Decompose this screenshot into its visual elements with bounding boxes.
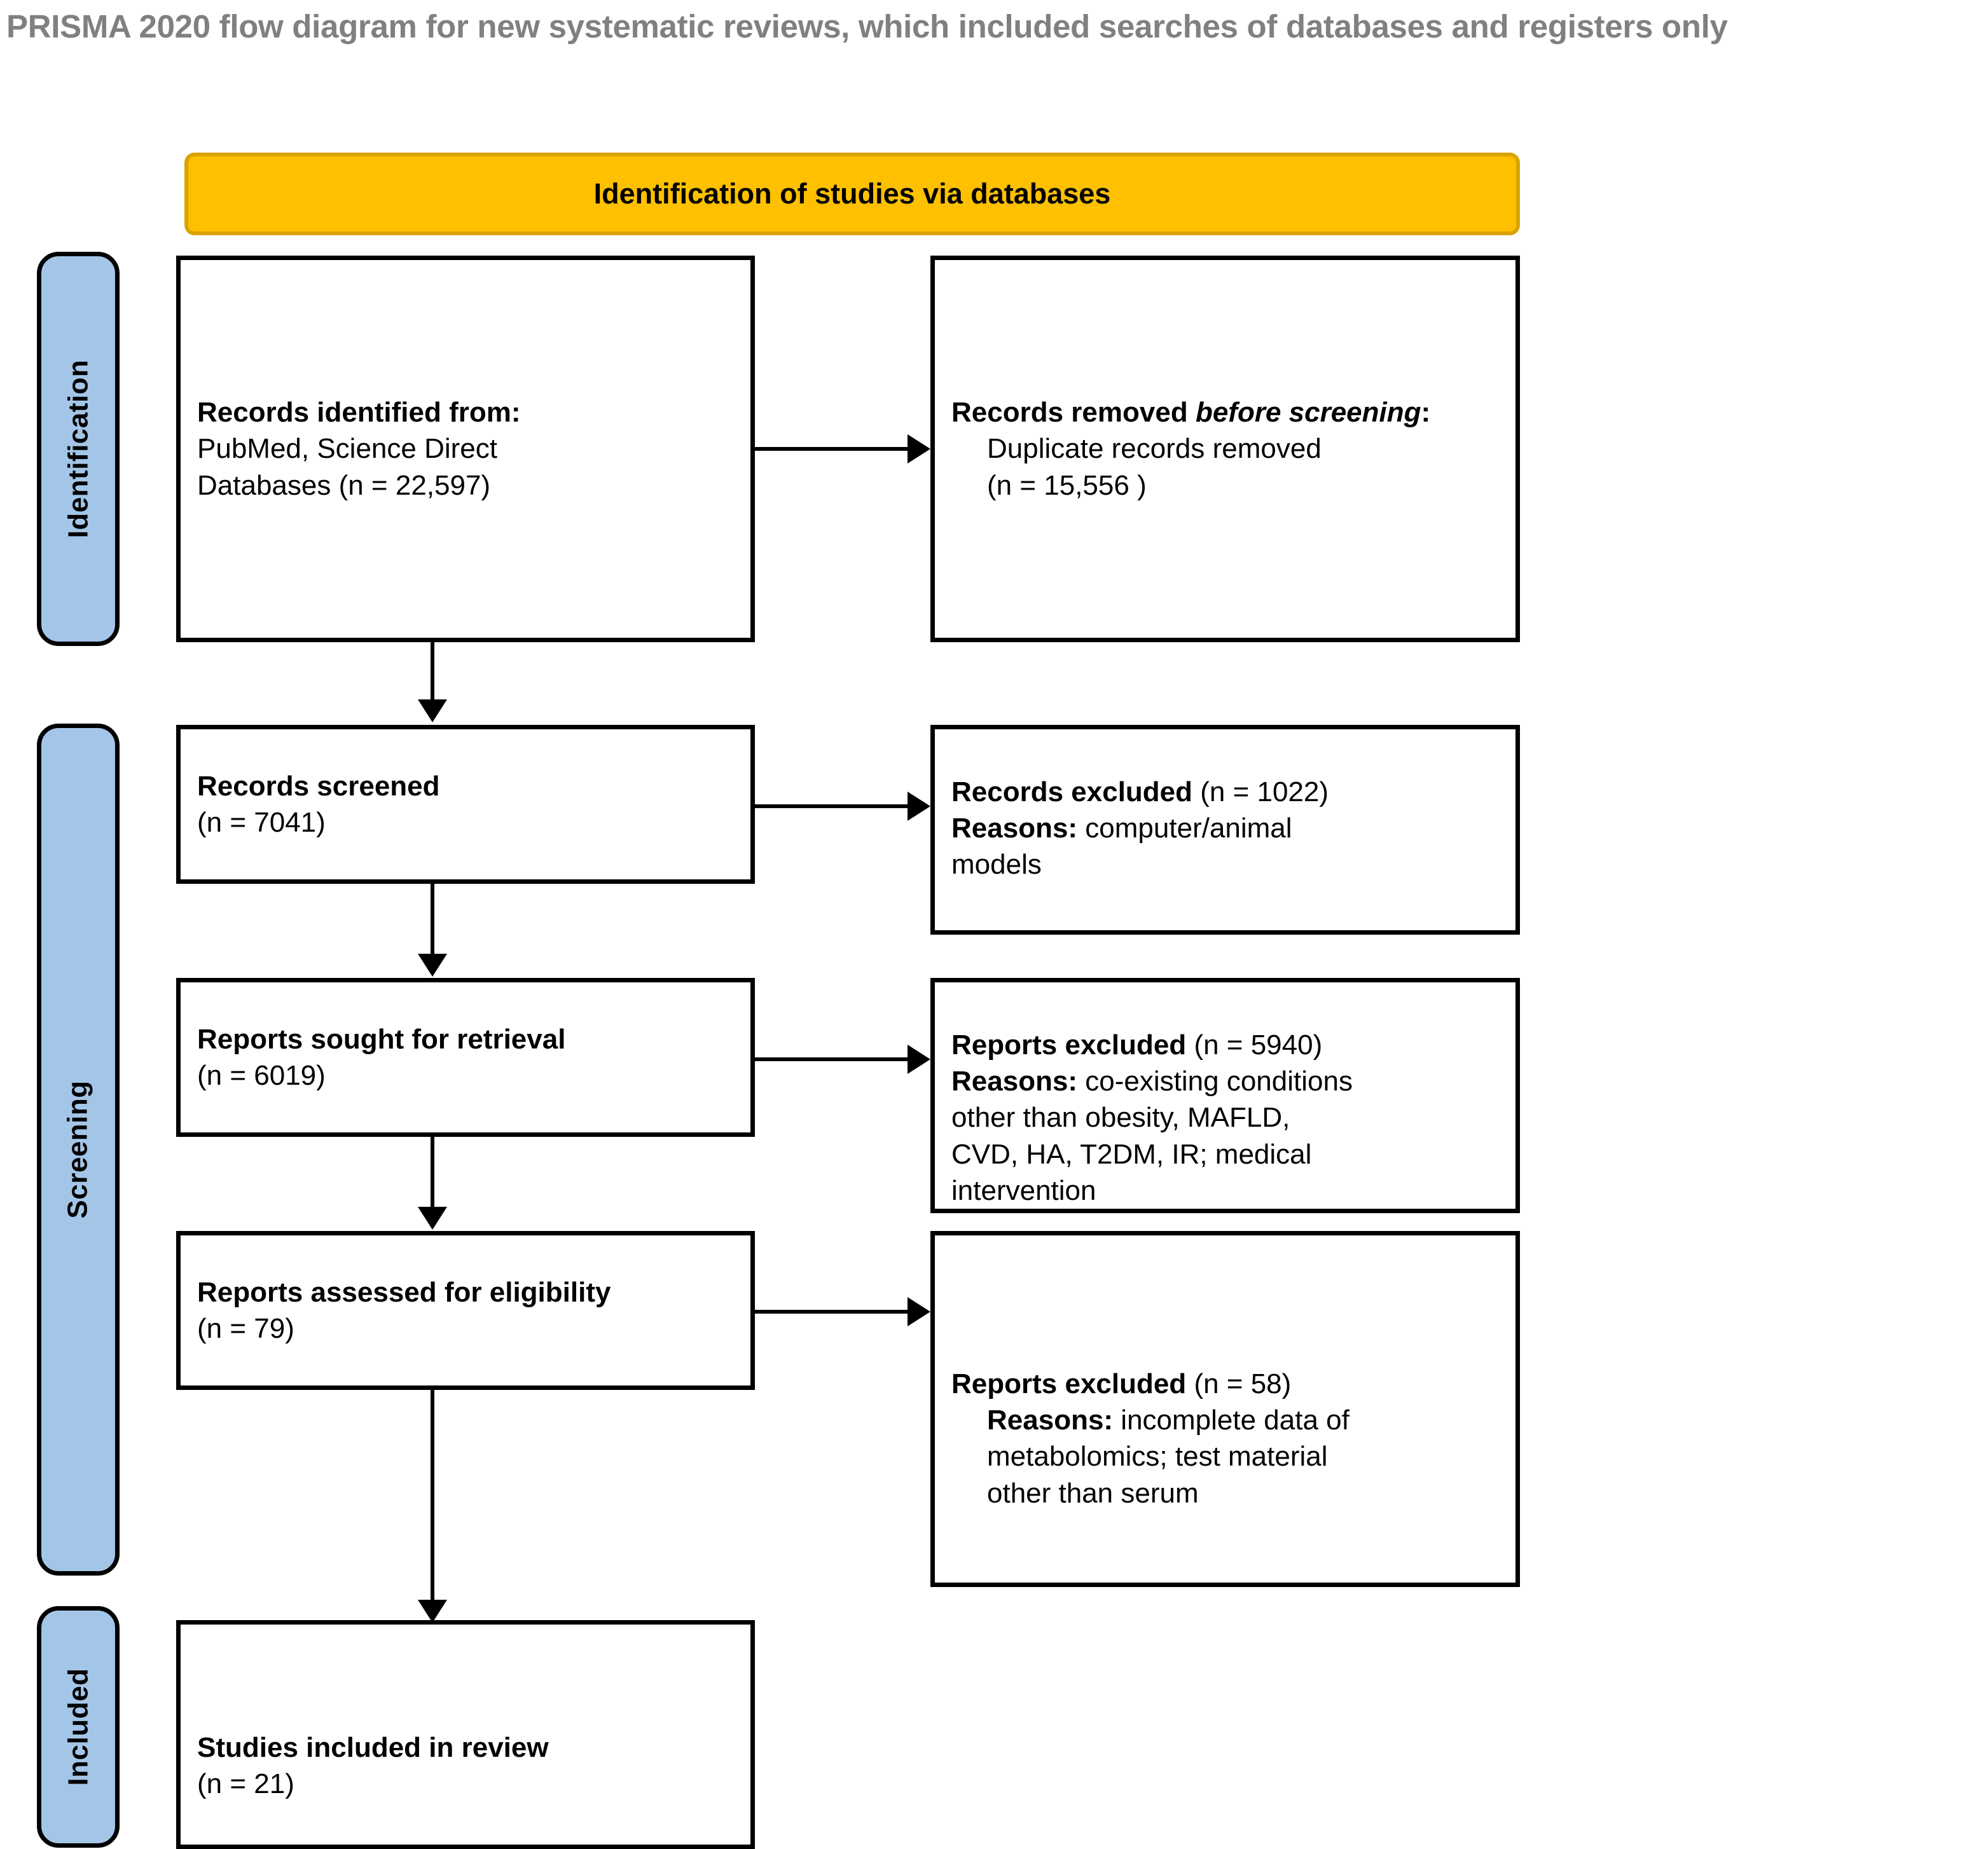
records-removed-line2: (n = 15,556 ) xyxy=(987,469,1147,501)
reports-assessed-heading: Reports assessed for eligibility xyxy=(197,1276,611,1308)
box-reports-sought-text: Reports sought for retrieval (n = 6019) xyxy=(181,1021,750,1094)
records-excluded-reasons-line2: models xyxy=(951,849,1042,881)
arrowhead-assessed-to-excluded xyxy=(908,1297,930,1326)
box-records-removed: Records removed before screening: Duplic… xyxy=(930,256,1520,642)
box-records-screened: Records screened (n = 7041) xyxy=(176,725,755,884)
arrowhead-screened-to-sought xyxy=(418,954,447,977)
page-title: PRISMA 2020 flow diagram for new systema… xyxy=(6,8,1728,45)
records-screened-line1: (n = 7041) xyxy=(197,807,326,838)
box-records-identified-text: Records identified from: PubMed, Science… xyxy=(181,394,750,504)
arrowhead-screened-to-excluded xyxy=(908,792,930,821)
box-reports-excluded-screening: Reports excluded (n = 5940) Reasons: co-… xyxy=(930,978,1520,1213)
box-records-excluded: Records excluded (n = 1022) Reasons: com… xyxy=(930,725,1520,935)
stage-label-screening-text: Screening xyxy=(62,1080,93,1219)
studies-included-line1: (n = 21) xyxy=(197,1768,294,1800)
records-removed-line1: Duplicate records removed xyxy=(987,433,1322,465)
reports-excluded-1-heading: Reports excluded xyxy=(951,1029,1187,1061)
box-records-identified: Records identified from: PubMed, Science… xyxy=(176,256,755,642)
connector-assessed-to-excluded xyxy=(755,1310,908,1314)
connector-sought-to-excluded xyxy=(755,1057,908,1061)
reports-excluded-2-count: (n = 58) xyxy=(1186,1368,1292,1399)
connector-sought-to-assessed xyxy=(431,1137,434,1207)
box-records-removed-text: Records removed before screening: Duplic… xyxy=(935,394,1515,504)
connector-identified-to-screened xyxy=(431,642,434,699)
reports-assessed-line1: (n = 79) xyxy=(197,1313,294,1344)
records-excluded-reasons-text: computer/animal xyxy=(1077,813,1292,844)
connector-identified-to-removed xyxy=(755,447,908,451)
reports-excluded-1-count: (n = 5940) xyxy=(1186,1029,1323,1061)
reports-excluded-1-reasons-label: Reasons: xyxy=(951,1066,1078,1097)
stage-label-included: Included xyxy=(37,1606,120,1848)
records-identified-line2: Databases (n = 22,597) xyxy=(197,469,491,501)
reports-excluded-2-heading: Reports excluded xyxy=(951,1368,1187,1399)
stage-label-included-text: Included xyxy=(62,1668,93,1786)
reports-excluded-2-reasons-line3: other than serum xyxy=(987,1477,1199,1509)
records-identified-heading: Records identified from: xyxy=(197,397,521,429)
reports-excluded-1-reasons-line3: CVD, HA, T2DM, IR; medical xyxy=(951,1138,1312,1170)
records-removed-heading-a: Records removed xyxy=(951,397,1196,429)
studies-included-heading: Studies included in review xyxy=(197,1732,549,1763)
reports-excluded-2-reasons-line2: metabolomics; test material xyxy=(987,1441,1328,1473)
connector-screened-to-excluded xyxy=(755,804,908,808)
box-reports-excluded-eligibility-text: Reports excluded (n = 58) Reasons: incom… xyxy=(935,1366,1515,1511)
connector-screened-to-sought xyxy=(431,884,434,954)
banner-identification-of-studies: Identification of studies via databases xyxy=(184,153,1520,235)
records-excluded-count: (n = 1022) xyxy=(1192,776,1329,808)
records-screened-heading: Records screened xyxy=(197,770,440,802)
box-reports-excluded-eligibility: Reports excluded (n = 58) Reasons: incom… xyxy=(930,1231,1520,1587)
stage-label-identification-text: Identification xyxy=(62,359,93,539)
box-reports-sought: Reports sought for retrieval (n = 6019) xyxy=(176,978,755,1137)
records-removed-heading-b: before screening xyxy=(1195,397,1421,429)
records-excluded-heading: Records excluded xyxy=(951,776,1193,808)
reports-excluded-1-reasons-line2: other than obesity, MAFLD, xyxy=(951,1102,1290,1134)
records-removed-heading-c: : xyxy=(1421,397,1431,429)
arrowhead-identified-to-screened xyxy=(418,699,447,722)
reports-excluded-1-reasons-text: co-existing conditions xyxy=(1077,1066,1353,1097)
reports-excluded-2-reasons-label: Reasons: xyxy=(987,1405,1114,1436)
arrowhead-sought-to-excluded xyxy=(908,1045,930,1074)
arrowhead-sought-to-assessed xyxy=(418,1207,447,1230)
box-records-screened-text: Records screened (n = 7041) xyxy=(181,768,750,841)
arrowhead-identified-to-removed xyxy=(908,434,930,464)
box-records-excluded-text: Records excluded (n = 1022) Reasons: com… xyxy=(935,774,1515,883)
box-studies-included-text: Studies included in review (n = 21) xyxy=(181,1729,750,1802)
stage-label-identification: Identification xyxy=(37,252,120,646)
reports-sought-heading: Reports sought for retrieval xyxy=(197,1023,566,1055)
records-identified-line1: PubMed, Science Direct xyxy=(197,433,497,465)
reports-excluded-1-reasons-line4: intervention xyxy=(951,1174,1096,1206)
box-reports-assessed-text: Reports assessed for eligibility (n = 79… xyxy=(181,1274,750,1347)
box-reports-assessed: Reports assessed for eligibility (n = 79… xyxy=(176,1231,755,1390)
arrowhead-assessed-to-included xyxy=(418,1600,447,1623)
connector-assessed-to-included xyxy=(431,1390,434,1600)
box-reports-excluded-screening-text: Reports excluded (n = 5940) Reasons: co-… xyxy=(935,1027,1515,1209)
box-studies-included: Studies included in review (n = 21) xyxy=(176,1620,755,1849)
banner-label: Identification of studies via databases xyxy=(593,177,1111,210)
records-excluded-reasons-label: Reasons: xyxy=(951,813,1078,844)
reports-excluded-2-reasons-text: incomplete data of xyxy=(1113,1405,1349,1436)
reports-sought-line1: (n = 6019) xyxy=(197,1060,326,1091)
stage-label-screening: Screening xyxy=(37,724,120,1576)
